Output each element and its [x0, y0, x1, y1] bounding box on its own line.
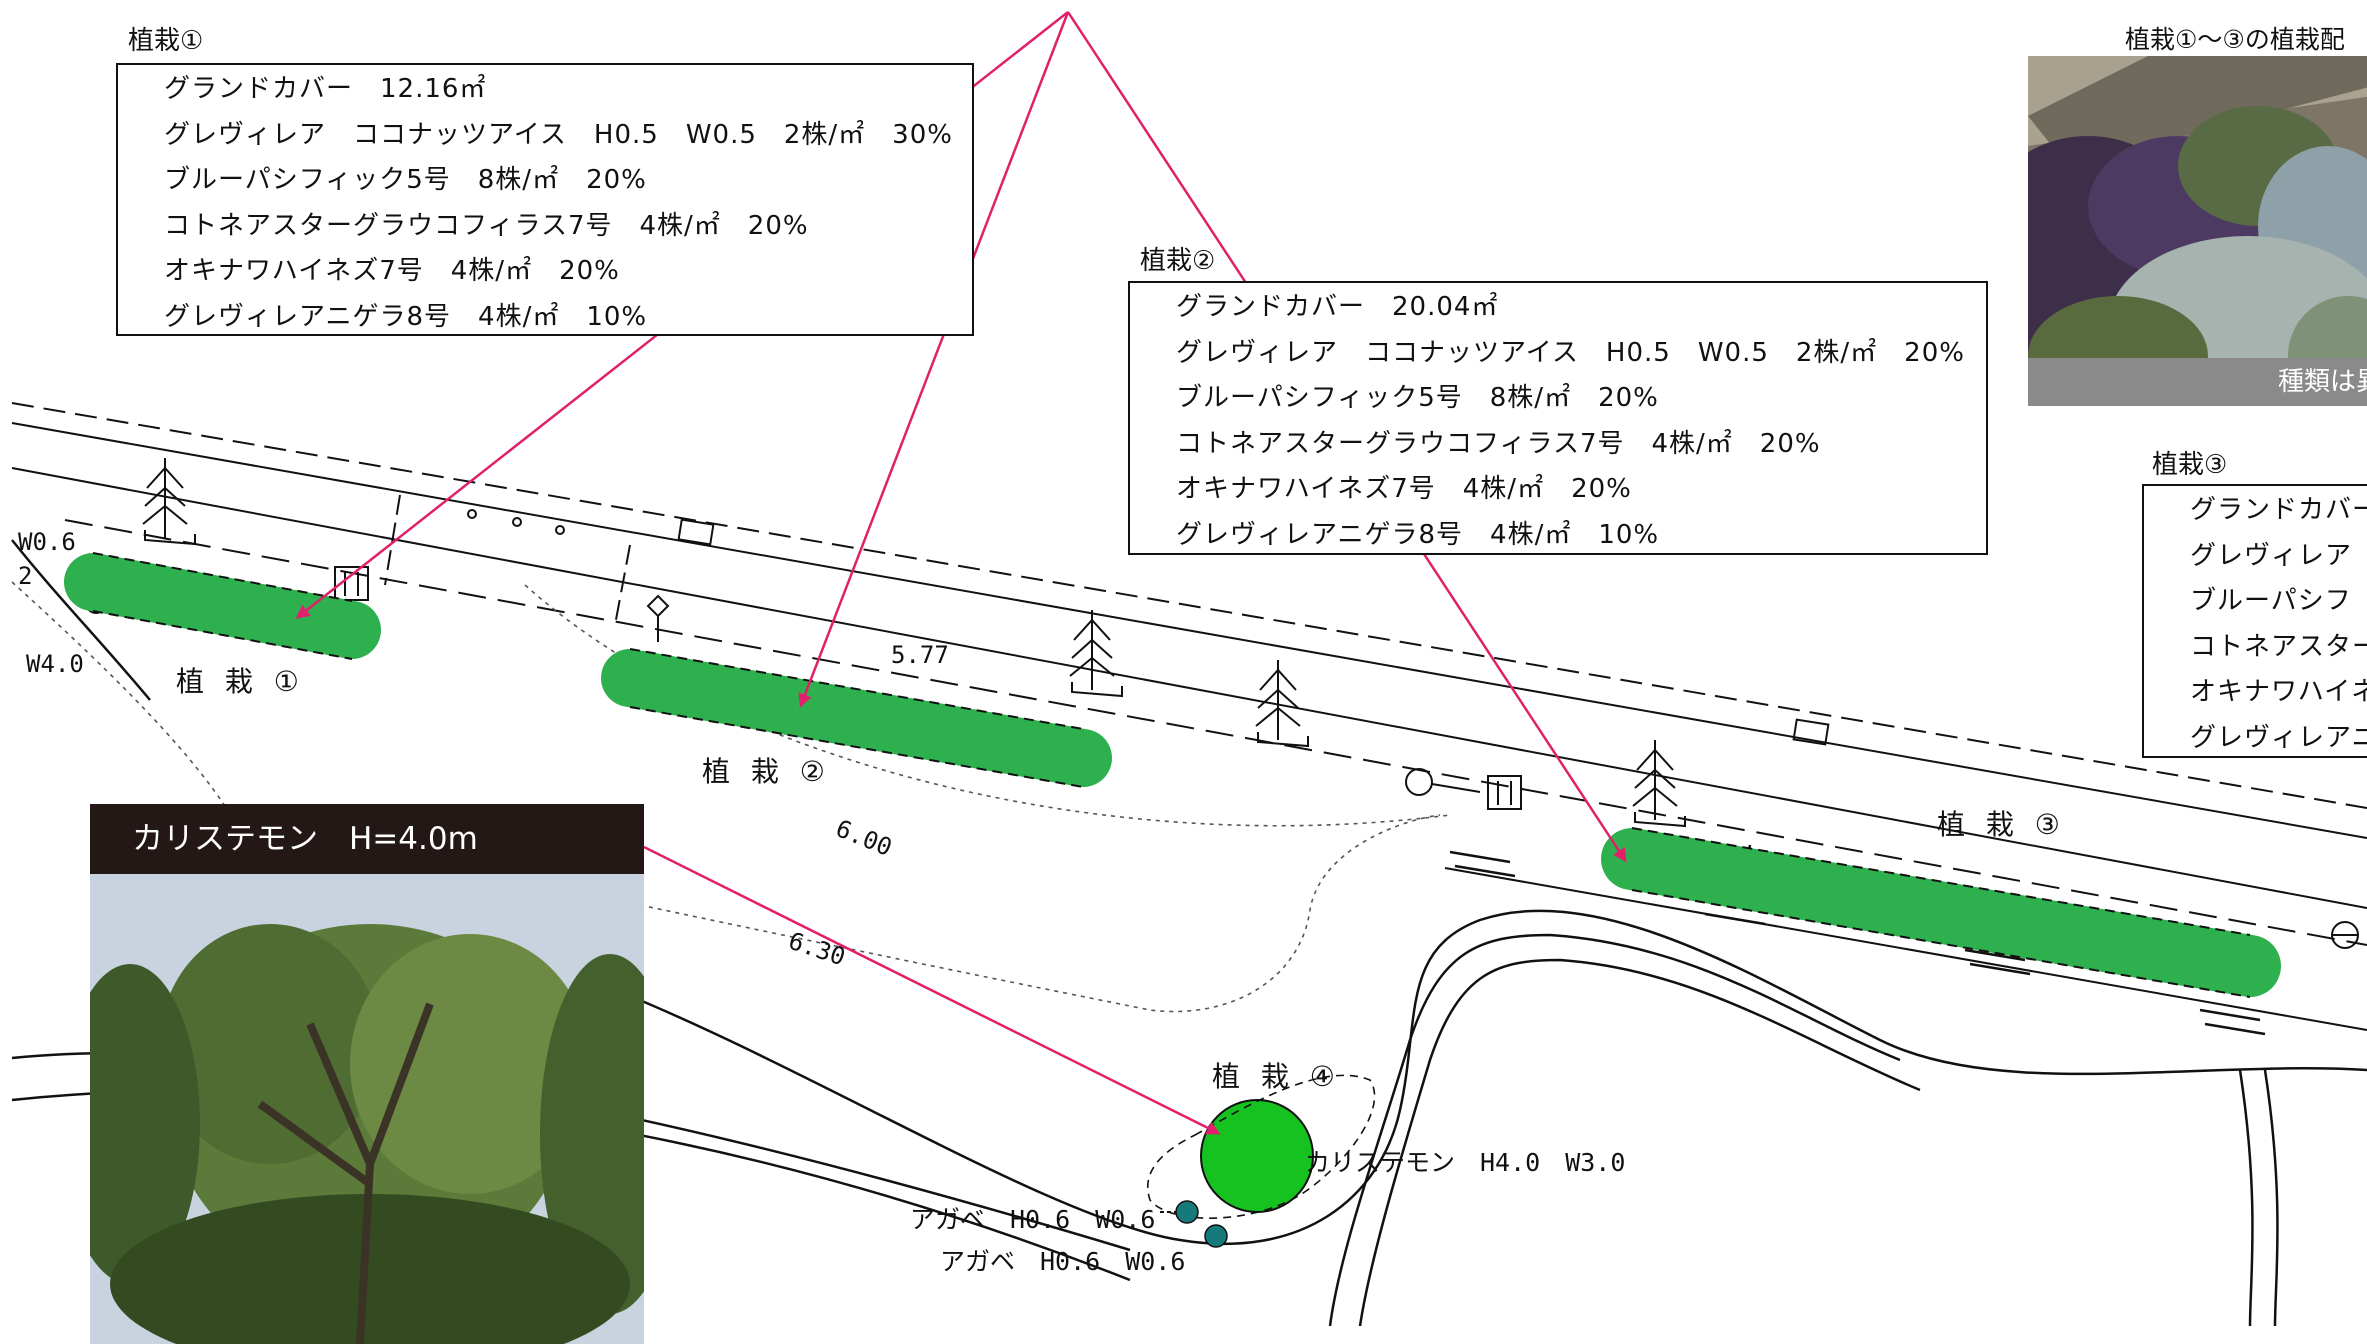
planting-3-item: グレヴィレア — [2190, 540, 2353, 571]
tree-photo-image — [90, 804, 644, 1344]
agave-1-spec: アガベ H0.6 W0.6 — [910, 1205, 1156, 1234]
planting-3-item: グランドカバー — [2190, 495, 2367, 525]
planting-3-item: コトネアスター — [2190, 631, 2367, 662]
planting-2-title: 植栽② — [1140, 246, 1216, 276]
planting-3-item: オキナワハイネ — [2190, 677, 2367, 707]
width-w40: W4.0 — [26, 650, 84, 678]
reference-photo-title: 植栽①〜③の植栽配 — [2125, 25, 2345, 54]
planting-bed-1 — [64, 553, 381, 659]
planting-2-item: グレヴィレア ココナッツアイス H0.5 W0.5 2株/㎡ 20% — [1176, 337, 1965, 368]
planting-1-item: グレヴィレア ココナッツアイス H0.5 W0.5 2株/㎡ 30% — [164, 119, 953, 150]
dimension-577: 5.77 — [891, 641, 949, 669]
planting-4-label: 植 栽 ④ — [1212, 1060, 1341, 1093]
reference-planting-photo: 種類は異 — [2028, 56, 2367, 406]
planting-bed-3 — [1601, 828, 2281, 997]
planting-1-label: 植 栽 ① — [176, 665, 305, 698]
planting-photo-image — [2028, 56, 2367, 406]
planting-beds — [64, 552, 2281, 1248]
agave-2-spec: アガベ H0.6 W0.6 — [940, 1247, 1186, 1276]
planting-2-label: 植 栽 ② — [702, 755, 831, 788]
planting-bed-4-tree — [1200, 1099, 1314, 1213]
tree-symbols — [142, 458, 1686, 828]
reference-photo-caption: 種類は異 — [2028, 358, 2367, 406]
boundary-lines — [11, 402, 2367, 1031]
planting-bed-2 — [601, 649, 1112, 787]
planting-1-item: グランドカバー 12.16㎡ — [164, 74, 487, 104]
width-w06: W0.6 — [18, 528, 76, 556]
planting-1-spec-box: グランドカバー 12.16㎡ グレヴィレア ココナッツアイス H0.5 W0.5… — [116, 63, 974, 336]
planting-2-spec-box: グランドカバー 20.04㎡ グレヴィレア ココナッツアイス H0.5 W0.5… — [1128, 281, 1988, 555]
planting-3-item: グレヴィレアニ — [2190, 722, 2367, 753]
planting-2-item: コトネアスターグラウコフィラス7号 4株/㎡ 20% — [1176, 428, 1821, 459]
planting-1-item: ブルーパシフィック5号 8株/㎡ 20% — [164, 165, 647, 195]
callistemon-photo: カリステモン H=4.0m — [90, 804, 644, 1344]
planting-1-item: グレヴィレアニゲラ8号 4株/㎡ 10% — [164, 301, 648, 332]
planting-3-item: ブルーパシフ — [2190, 586, 2352, 616]
width-number-2: 2 — [18, 562, 33, 590]
callistemon-spec: カリステモン H4.0 W3.0 — [1305, 1148, 1626, 1177]
callistemon-photo-title: カリステモン H=4.0m — [90, 804, 644, 874]
planting-1-item: コトネアスターグラウコフィラス7号 4株/㎡ 20% — [164, 210, 809, 241]
planting-3-label: 植 栽 ③ — [1937, 808, 2066, 841]
planting-3-title: 植栽③ — [2152, 450, 2228, 480]
planting-2-item: グレヴィレアニゲラ8号 4株/㎡ 10% — [1176, 519, 1660, 550]
planting-2-item: オキナワハイネズ7号 4株/㎡ 20% — [1176, 474, 1632, 504]
planting-1-title: 植栽① — [128, 26, 204, 56]
utility-marks — [384, 494, 1830, 746]
agave-1-symbol — [1175, 1200, 1199, 1224]
planting-2-item: グランドカバー 20.04㎡ — [1176, 292, 1499, 322]
planting-2-item: ブルーパシフィック5号 8株/㎡ 20% — [1176, 383, 1659, 413]
planting-3-spec-box: グランドカバー グレヴィレア ブルーパシフ コトネアスター オキナワハイネ グレ… — [2142, 484, 2367, 758]
planting-1-item: オキナワハイネズ7号 4株/㎡ 20% — [164, 256, 620, 286]
agave-2-symbol — [1204, 1224, 1228, 1248]
